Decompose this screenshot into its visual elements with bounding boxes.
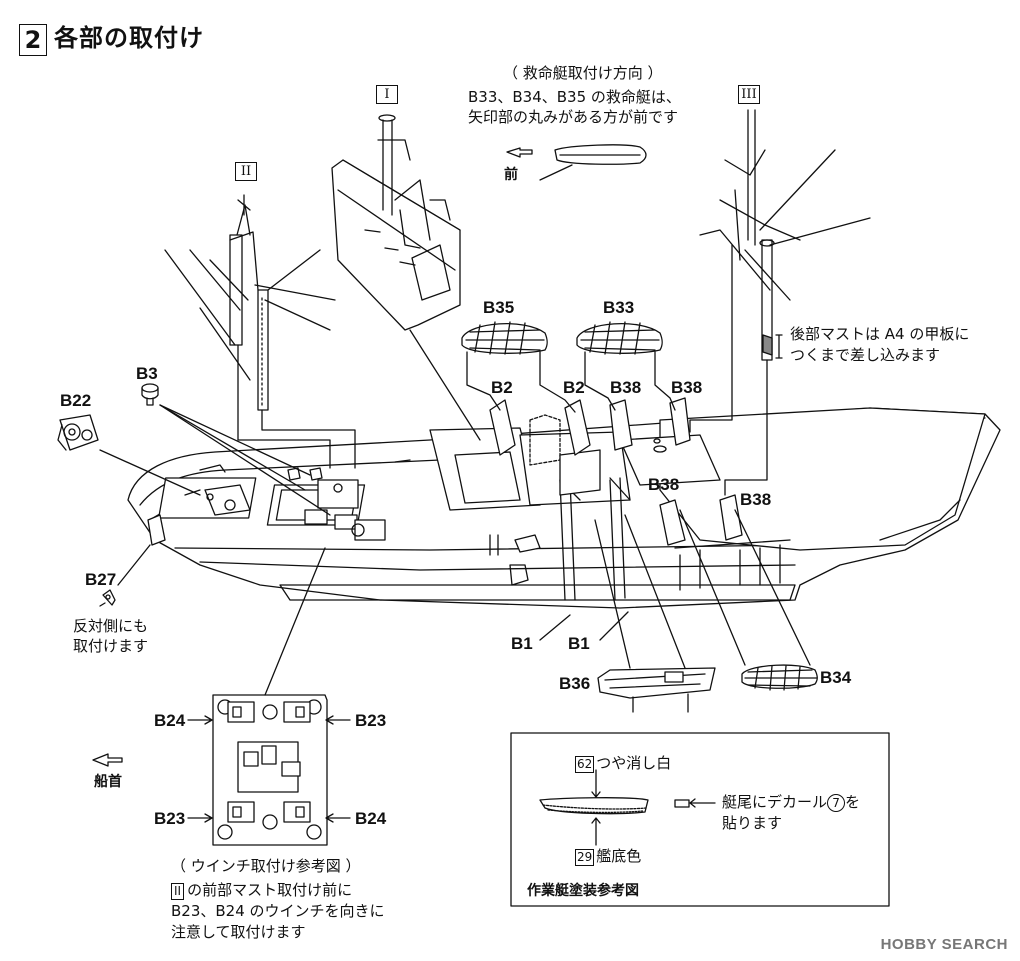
mast-ii-label: II <box>235 162 257 181</box>
front-label: 前 <box>504 167 518 183</box>
rear-mast-iii <box>689 109 871 496</box>
lifeboat-note-heading: （ 救命艇取付け方向 ） <box>503 64 663 82</box>
lifeboat-note-line2: 矢印部の丸みがある方が前です <box>468 108 679 126</box>
part-b2-label-2: B2 <box>563 378 585 397</box>
bow-label: 船首 <box>94 774 122 790</box>
hull <box>127 407 1001 609</box>
part-b1-label-1: B1 <box>511 634 533 653</box>
part-b33-label: B33 <box>603 298 635 317</box>
part-b27-label: B27 <box>85 570 117 589</box>
superstructure-i <box>331 114 481 441</box>
part-b24-label-2: B24 <box>355 809 387 828</box>
part-b3-label: B3 <box>136 364 158 383</box>
b27-note-line2: 取付けます <box>73 637 149 655</box>
rear-mast-note-line2: つくまで差し込みます <box>790 346 941 364</box>
part-b38-label-2: B38 <box>671 378 703 397</box>
part-b38-label-4: B38 <box>740 490 772 509</box>
step-title: 各部の取付け <box>54 24 204 52</box>
part-b34-label: B34 <box>820 668 852 687</box>
part-b1-label-2: B1 <box>568 634 590 653</box>
b27-note-line1: 反対側にも <box>73 617 149 635</box>
winch-ref-heading: （ ウインチ取付け参考図 ） <box>171 857 361 875</box>
winch-reference-panel <box>92 547 351 846</box>
lifeboat-note-line1: B33、B34、B35 の救命艇は、 <box>468 88 681 106</box>
part-b38-label-1: B38 <box>610 378 642 397</box>
part-b38-label-3: B38 <box>648 475 680 494</box>
watermark: HOBBY SEARCH <box>880 936 1008 953</box>
part-b22-label: B22 <box>60 391 92 410</box>
mast-i-label: I <box>376 85 398 104</box>
winch-ref-line2: B23、B24 のウインチを向きに <box>171 902 385 920</box>
mast-iii-label: III <box>738 85 760 104</box>
lower-parts <box>539 509 818 713</box>
paint-ref-caption: 作業艇塗装参考図 <box>527 883 639 899</box>
part-b23-label-2: B23 <box>154 809 186 828</box>
part-b23-label-1: B23 <box>355 711 387 730</box>
decal-number: 7 <box>827 794 846 812</box>
decal-note-line2: 貼ります <box>722 814 783 832</box>
winch-ref-line3: 注意して取付けます <box>171 923 306 941</box>
paint-reference-panel <box>510 732 890 907</box>
rear-mast-note-line1: 後部マストは A4 の甲板に <box>790 325 970 343</box>
part-b36-label: B36 <box>559 674 591 693</box>
step-number: 2 <box>19 24 47 56</box>
lifeboat-direction-example <box>506 144 647 181</box>
part-b24-label-1: B24 <box>154 711 186 730</box>
deck-structures <box>147 397 791 601</box>
color-number-29: 29 <box>575 849 595 866</box>
small-parts <box>57 383 331 607</box>
color-number-62: 62 <box>575 756 595 773</box>
front-mast-ii <box>164 194 356 469</box>
part-b35-label: B35 <box>483 298 515 317</box>
lifeboats-top <box>461 321 676 413</box>
part-b2-label-1: B2 <box>491 378 513 397</box>
mast-ii-ref: II <box>171 883 185 900</box>
